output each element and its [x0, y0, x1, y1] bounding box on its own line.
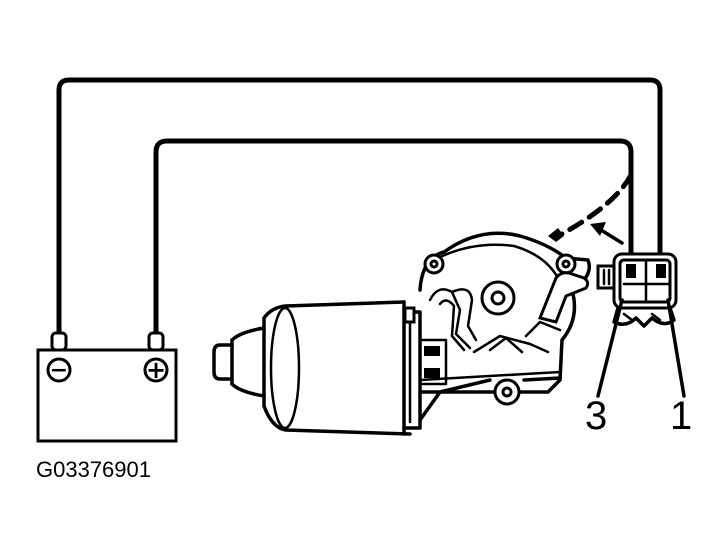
positive-lead-wire	[153, 138, 634, 345]
battery: − +	[36, 331, 178, 443]
figure-id-label: G03376901	[36, 457, 151, 482]
motor-flange	[402, 310, 422, 430]
dashed-jumper-wire	[557, 172, 634, 238]
motor-body	[262, 300, 412, 436]
callout-3-label: 3	[585, 394, 608, 438]
gear-housing	[418, 231, 592, 394]
direction-arrow	[590, 222, 624, 245]
battery-positive-post	[147, 331, 165, 352]
terminal-1	[656, 264, 666, 278]
crank-arm	[537, 271, 590, 324]
battery-negative-symbol: −	[50, 358, 68, 383]
callout-1-label: 1	[670, 394, 693, 438]
battery-negative-post	[50, 331, 68, 352]
dashed-jumper-tip	[548, 228, 564, 242]
wiper-motor-connector	[596, 252, 686, 398]
connector-boot	[612, 306, 676, 328]
motor-nose-cap	[230, 326, 266, 398]
terminal-3	[626, 264, 636, 278]
callout-1-leader	[666, 298, 686, 398]
negative-lead-wire	[56, 77, 663, 345]
callout-3-leader	[596, 298, 624, 398]
wiper-motor	[212, 231, 592, 436]
motor-shaft	[212, 343, 234, 381]
internal-contacts	[428, 288, 562, 354]
battery-positive-symbol: +	[146, 356, 166, 384]
